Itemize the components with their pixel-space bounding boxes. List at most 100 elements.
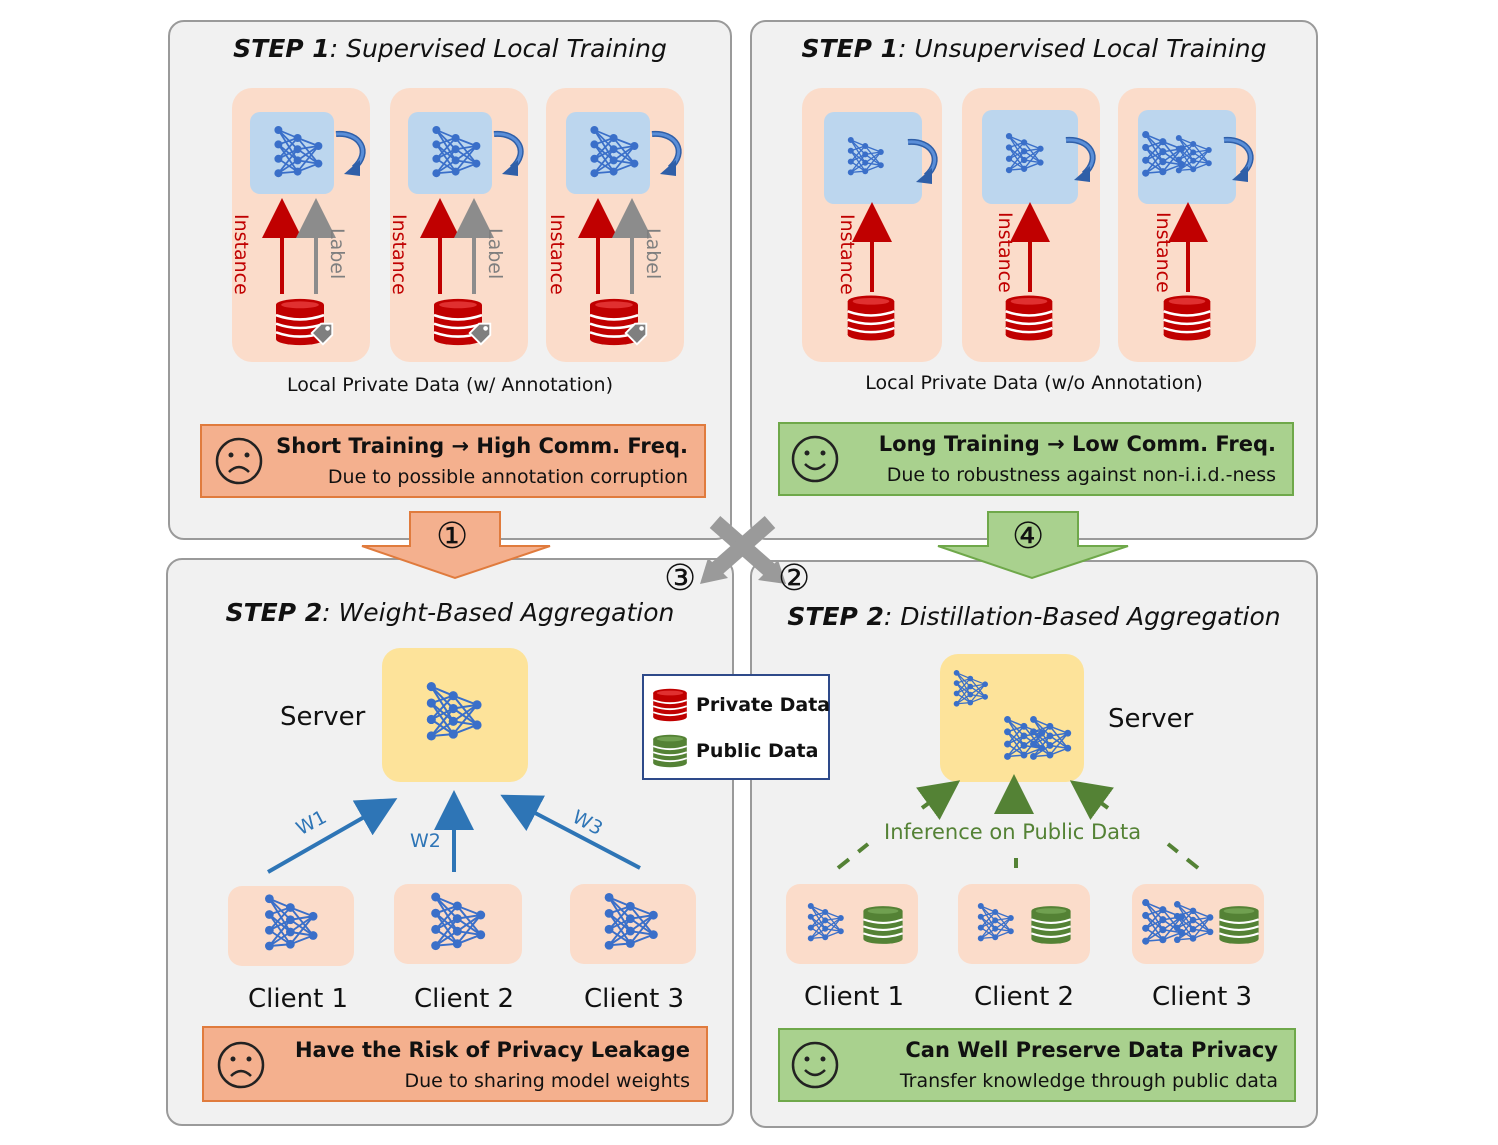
local-model: [982, 110, 1078, 204]
server-label: Server: [280, 702, 366, 732]
callout-subtitle: Transfer knowledge through public data: [899, 1070, 1278, 1092]
neural-network-icon: [264, 893, 319, 952]
step-label: STEP 1: [801, 34, 899, 63]
legend-private: Private Data: [696, 694, 831, 716]
step-name: : Weight-Based Aggregation: [322, 598, 675, 627]
inference-arrow-1-lower: [836, 842, 870, 870]
client-label: Client 2: [414, 984, 515, 1014]
instance-label: Instance: [836, 214, 858, 295]
step-label: STEP 1: [233, 34, 330, 63]
database-icon: [862, 904, 904, 946]
step-name: : Unsupervised Local Training: [898, 34, 1267, 63]
server-box: [382, 648, 528, 782]
unsupervised-panel: STEP 1: Unsupervised Local Training Inst…: [750, 20, 1318, 540]
sad-face-icon: [217, 1041, 265, 1089]
neural-network-icon: [430, 891, 487, 952]
data-caption: Local Private Data (w/ Annotation): [287, 374, 613, 396]
label-label: Label: [326, 228, 348, 280]
neural-network-icon: [425, 680, 483, 742]
instance-label: Instance: [1152, 212, 1174, 293]
callout-title: Long Training → Low Comm. Freq.: [878, 432, 1276, 456]
neural-network-icon: [846, 136, 885, 177]
legend: Private Data Public Data: [642, 674, 830, 780]
supervised-callout: Short Training → High Comm. Freq. Due to…: [200, 424, 706, 498]
w3-arrow: [500, 794, 641, 870]
step-label: STEP 2: [787, 602, 884, 631]
instance-label: Instance: [994, 212, 1016, 293]
client-box: [228, 886, 354, 966]
flow-marker-1: ①: [436, 516, 469, 557]
flow-marker-2: ②: [778, 558, 811, 599]
inference-arrow-1-head: [916, 780, 961, 820]
neural-network-icon: [952, 669, 989, 708]
client-label: Client 3: [1152, 982, 1253, 1012]
label-label: Label: [484, 228, 506, 280]
step2-weight-title: STEP 2: Weight-Based Aggregation: [168, 598, 732, 627]
distillation-graphics: [806, 669, 1260, 946]
database-icon: [652, 688, 688, 722]
inference-arrow-3-head: [1069, 780, 1114, 820]
weight-callout: Have the Risk of Privacy Leakage Due to …: [202, 1026, 708, 1102]
w1-arrow: [267, 798, 398, 874]
callout-subtitle: Due to robustness against non-i.i.d.-nes…: [886, 464, 1276, 486]
neural-network-icon: [806, 902, 845, 943]
curved-arrow-icon: [494, 134, 521, 176]
instance-label: Instance: [230, 214, 252, 295]
client-label: Client 1: [248, 984, 349, 1014]
sad-face-icon: [215, 437, 263, 485]
database-icon: [1004, 294, 1054, 342]
client-box: [394, 884, 522, 964]
weight-label: W2: [410, 830, 441, 852]
unsupervised-callout: Long Training → Low Comm. Freq. Due to r…: [778, 422, 1294, 496]
data-caption: Local Private Data (w/o Annotation): [865, 372, 1203, 394]
neural-network-icon: [1173, 900, 1215, 944]
step-name: : Distillation-Based Aggregation: [883, 602, 1281, 631]
neural-network-icon: [273, 125, 324, 179]
step2-distillation-title: STEP 2: Distillation-Based Aggregation: [752, 602, 1316, 631]
weight-graphics: [264, 680, 659, 952]
database-icon: [1218, 904, 1260, 946]
database-icon: [1030, 904, 1072, 946]
neural-network-icon: [1004, 132, 1045, 175]
curved-arrow-icon: [1066, 140, 1093, 182]
neural-network-icon: [589, 125, 640, 179]
instance-label: Instance: [546, 214, 568, 295]
callout-title: Have the Risk of Privacy Leakage: [294, 1038, 690, 1062]
supervised-panel: STEP 1: Supervised Local Training Instan…: [168, 20, 732, 540]
inference-label: Inference on Public Data: [884, 820, 1142, 844]
client-label: Client 3: [584, 984, 685, 1014]
curved-arrow-icon: [336, 134, 363, 176]
callout-title: Short Training → High Comm. Freq.: [276, 434, 688, 458]
curved-arrow-icon: [652, 134, 679, 176]
callout-subtitle: Due to sharing model weights: [404, 1070, 691, 1092]
flow-marker-3: ③: [664, 558, 697, 599]
neural-network-icon: [976, 902, 1015, 943]
happy-face-icon: [791, 435, 839, 483]
happy-face-icon: [791, 1041, 839, 1089]
legend-public: Public Data: [696, 740, 819, 762]
client-label: Client 1: [804, 982, 905, 1012]
label-label: Label: [642, 228, 664, 280]
step-label: STEP 2: [225, 598, 323, 627]
curved-arrow-icon: [1224, 140, 1251, 182]
neural-network-icon: [1029, 715, 1073, 761]
distillation-callout: Can Well Preserve Data Privacy Transfer …: [778, 1028, 1296, 1102]
neural-network-icon: [431, 125, 482, 179]
database-icon: [652, 734, 688, 768]
neural-network-icon: [603, 892, 659, 951]
client-box: [570, 884, 696, 964]
database-icon: [846, 294, 896, 342]
neural-network-icon: [1174, 134, 1213, 175]
local-model: [1138, 110, 1236, 204]
server-label: Server: [1108, 704, 1194, 734]
unsupervised-graphics: [846, 130, 1320, 342]
inference-arrow-3-lower: [1166, 842, 1200, 870]
flow-marker-4: ④: [1012, 516, 1045, 557]
database-icon: [1162, 294, 1212, 342]
distillation-aggregation-panel: STEP 2: Distillation-Based Aggregation S…: [750, 560, 1318, 1128]
step1-supervised-title: STEP 1: Supervised Local Training: [170, 34, 730, 63]
step-name: : Supervised Local Training: [329, 34, 667, 63]
step1-unsupervised-title: STEP 1: Unsupervised Local Training: [752, 34, 1316, 63]
callout-title: Can Well Preserve Data Privacy: [905, 1038, 1278, 1062]
supervised-graphics: [262, 125, 734, 346]
